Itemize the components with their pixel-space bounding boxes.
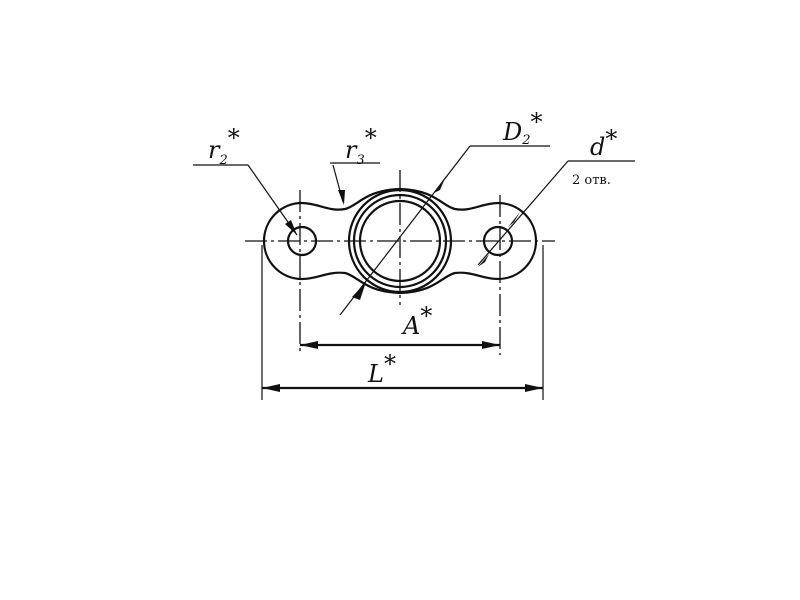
- leader-line-d-diag: [477, 160, 569, 266]
- arrow-icon: [300, 341, 318, 349]
- label-r3: r3*: [345, 124, 377, 168]
- label-D2: D2*: [502, 108, 543, 148]
- label-A-main: A: [401, 312, 420, 340]
- label-r3-main: r: [345, 136, 358, 164]
- arrow-icon: [508, 212, 520, 227]
- label-r2: r2*: [208, 124, 240, 168]
- arrow-icon: [338, 190, 345, 205]
- arrow-icon: [285, 220, 297, 235]
- label-d-main: d: [590, 133, 605, 161]
- label-L-mark: *: [384, 350, 396, 378]
- holes-note: 2 отв.: [572, 173, 611, 188]
- label-D2-mark: *: [531, 108, 543, 136]
- arrow-icon: [525, 384, 543, 392]
- label-r3-sub: 3: [356, 153, 364, 168]
- label-r2-mark: *: [228, 124, 240, 152]
- label-A: A*: [401, 302, 432, 340]
- label-L-main: L: [367, 360, 384, 388]
- label-d: d*: [590, 125, 617, 161]
- label-d-mark: *: [605, 125, 617, 153]
- label-A-mark: *: [420, 302, 432, 330]
- arrow-icon: [478, 254, 489, 267]
- arrow-icon: [352, 282, 366, 300]
- arrow-icon: [482, 341, 500, 349]
- arrow-icon: [434, 176, 446, 193]
- label-D2-main: D: [502, 118, 522, 146]
- label-r3-mark: *: [365, 124, 377, 152]
- label-r2-main: r: [208, 136, 221, 164]
- label-L: L*: [367, 350, 396, 388]
- arrow-icon: [262, 384, 280, 392]
- label-D2-sub: 2: [521, 133, 530, 148]
- label-r2-sub: 2: [218, 153, 227, 168]
